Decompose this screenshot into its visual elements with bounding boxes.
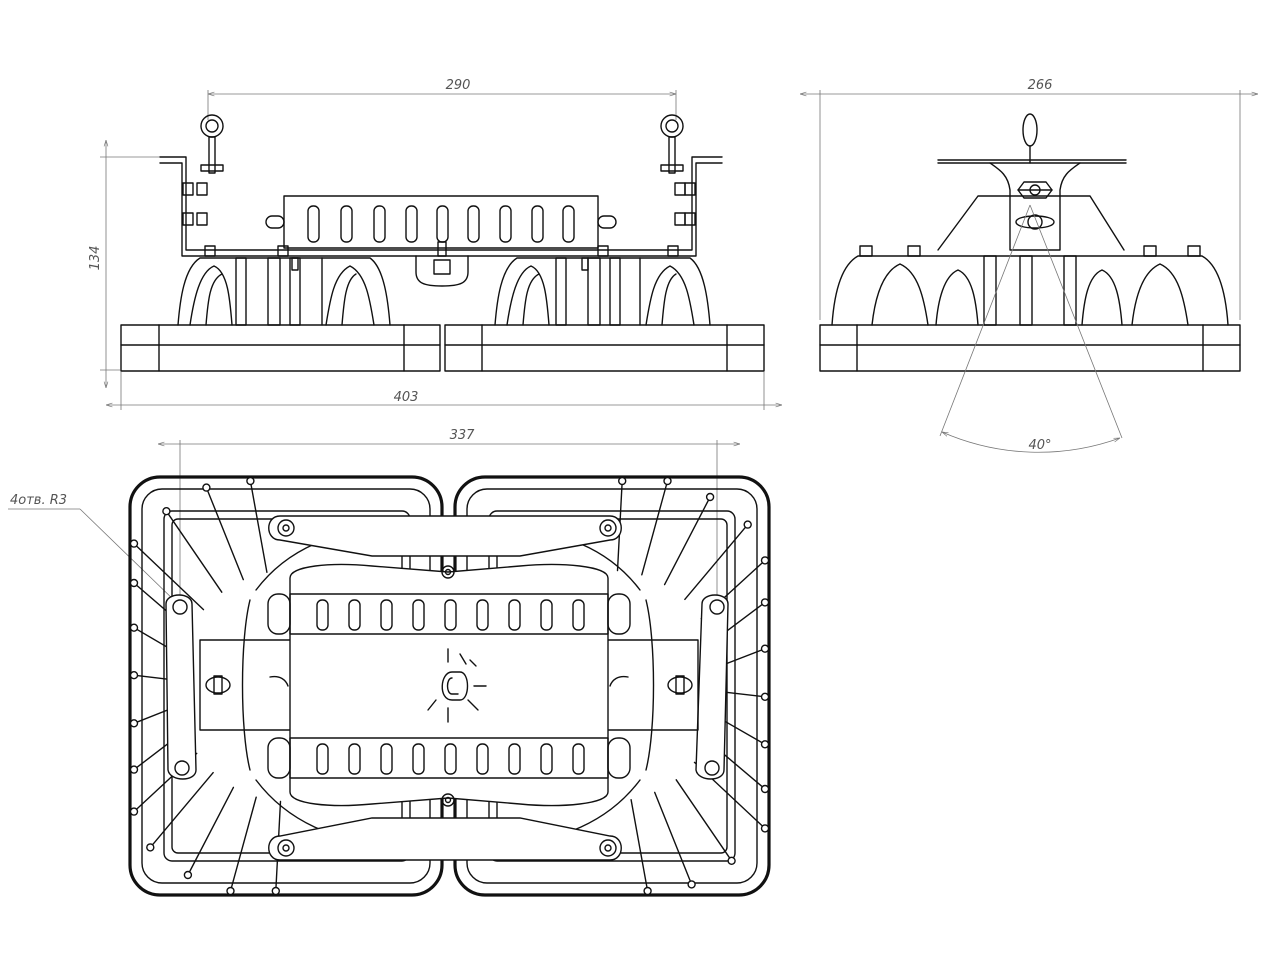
fin-tip bbox=[687, 880, 696, 889]
dimension-266-label: 266 bbox=[1028, 78, 1053, 93]
heatsink-fin bbox=[684, 523, 749, 601]
vent-slot bbox=[380, 599, 393, 631]
fin-tip bbox=[743, 520, 752, 529]
fin-tip bbox=[246, 476, 255, 486]
vent-slot bbox=[476, 599, 489, 631]
heatsink-fin bbox=[187, 786, 235, 876]
vent-slot bbox=[316, 743, 329, 775]
vent-slot bbox=[348, 743, 361, 775]
fin-tip bbox=[129, 623, 139, 632]
holes-note: 4отв. R3 bbox=[10, 493, 67, 508]
dimension-266: 266 bbox=[800, 78, 1258, 320]
heatsink-fin bbox=[641, 480, 669, 576]
vent-slot bbox=[508, 743, 521, 775]
top-view: 337 4отв. R3 bbox=[8, 428, 771, 897]
vent-slot bbox=[572, 599, 585, 631]
vent-slot bbox=[508, 599, 521, 631]
fin-tip bbox=[271, 886, 280, 896]
side-bracket bbox=[937, 113, 1127, 251]
heatsink-fin bbox=[229, 796, 257, 892]
vent-slot bbox=[444, 743, 457, 775]
fin-tip bbox=[760, 692, 770, 701]
heatsink-fin bbox=[630, 799, 649, 892]
side-view: 266 bbox=[800, 78, 1258, 453]
heatsink-fin bbox=[675, 779, 733, 862]
front-heatsink-left bbox=[177, 257, 391, 326]
heatsink-fin bbox=[133, 542, 205, 611]
top-driver bbox=[267, 563, 631, 807]
dimension-290: 290 bbox=[207, 78, 677, 120]
front-driver-box bbox=[265, 195, 617, 287]
heatsink-fin bbox=[249, 480, 268, 573]
fin-tip bbox=[760, 644, 770, 653]
fin-tip bbox=[643, 886, 652, 896]
fin-tip bbox=[727, 856, 736, 865]
vent-slot bbox=[380, 743, 393, 775]
fin-tip bbox=[705, 492, 715, 502]
heatsink-fin bbox=[719, 648, 766, 667]
front-view: 290 134 403 bbox=[88, 78, 782, 410]
heatsink-fin bbox=[663, 496, 711, 586]
top-side-brackets bbox=[165, 594, 729, 780]
holes-leader: 4отв. R3 bbox=[8, 493, 179, 605]
fin-tip bbox=[618, 476, 627, 486]
fin-tip bbox=[183, 870, 193, 880]
fin-tip bbox=[202, 483, 211, 492]
beam-angle: 40° bbox=[939, 204, 1123, 453]
side-base-plate bbox=[819, 324, 1241, 372]
fin-tip bbox=[146, 843, 155, 852]
heatsink-fin bbox=[149, 771, 214, 849]
vent-slot bbox=[444, 599, 457, 631]
fin-tip bbox=[760, 824, 770, 833]
heatsink-fin bbox=[721, 691, 766, 698]
vent-slot bbox=[348, 599, 361, 631]
heatsink-fin bbox=[165, 510, 223, 593]
vent-slot bbox=[540, 743, 553, 775]
fin-tip bbox=[162, 507, 171, 516]
fin-tip bbox=[129, 578, 139, 588]
dimension-403-label: 403 bbox=[394, 390, 419, 405]
vent-slot bbox=[412, 743, 425, 775]
top-driver-vents bbox=[316, 599, 585, 775]
fin-tip bbox=[226, 886, 235, 896]
sun-logo-icon bbox=[427, 648, 487, 723]
front-base-plates bbox=[120, 324, 765, 372]
dimension-134-label: 134 bbox=[88, 246, 103, 271]
fin-tip bbox=[760, 598, 770, 607]
vent-slot bbox=[316, 599, 329, 631]
fin-tip bbox=[760, 740, 770, 749]
front-heatsink-right bbox=[494, 257, 711, 326]
heatsink-fin bbox=[654, 791, 693, 886]
vent-slot bbox=[476, 743, 489, 775]
fin-tip bbox=[129, 807, 139, 816]
vent-slot bbox=[540, 599, 553, 631]
fin-tip bbox=[663, 476, 672, 486]
fin-tip bbox=[129, 539, 139, 548]
dimension-337: 337 bbox=[158, 428, 740, 600]
front-mounting-bracket bbox=[159, 114, 723, 271]
fin-tip bbox=[760, 784, 770, 794]
fin-tip bbox=[129, 765, 139, 774]
dimension-403: 403 bbox=[106, 372, 782, 410]
fin-tip bbox=[760, 556, 770, 565]
top-mounting-bars bbox=[268, 515, 622, 861]
heatsink-fin bbox=[205, 486, 245, 581]
vent-slot bbox=[412, 599, 425, 631]
dimension-290-label: 290 bbox=[446, 78, 471, 93]
beam-angle-label: 40° bbox=[1028, 438, 1051, 453]
fin-tip bbox=[129, 671, 139, 680]
side-heatsink bbox=[831, 245, 1229, 326]
dimension-337-label: 337 bbox=[450, 428, 476, 443]
vent-slot bbox=[572, 743, 585, 775]
fin-tip bbox=[129, 719, 139, 728]
dimension-134: 134 bbox=[88, 140, 168, 388]
